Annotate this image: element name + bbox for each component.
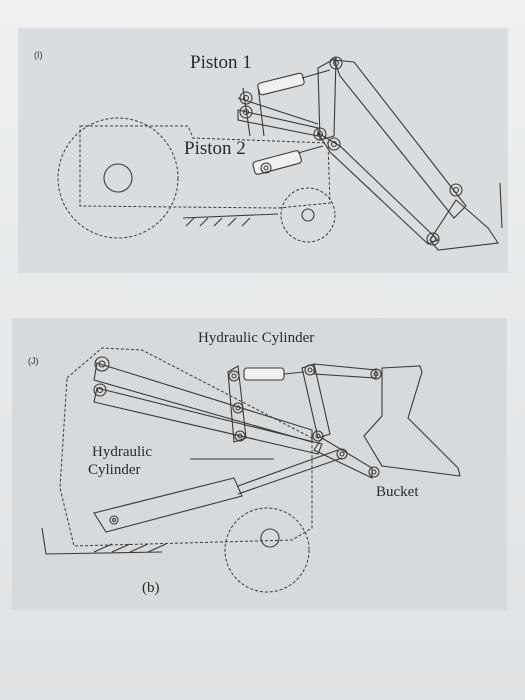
left-hydraulic-label-line2: Cylinder <box>88 462 141 478</box>
top-hydraulic-cylinder <box>243 367 285 381</box>
front-wheel <box>280 187 336 243</box>
figure-i-tag: (I) <box>34 50 43 60</box>
upper-boom-arm <box>333 59 467 219</box>
rear-hub <box>103 163 133 193</box>
piston-1-cylinder <box>257 72 305 96</box>
tractor-body <box>79 125 331 209</box>
left-hydraulic-label-line1: Hydraulic <box>92 444 152 460</box>
figure-j-tag: (J) <box>28 356 39 366</box>
piston-2-cylinder <box>252 150 302 175</box>
rear-wheel <box>57 117 179 239</box>
loader-diagram-i <box>57 56 503 251</box>
front-hub <box>301 208 315 222</box>
bucket-label: Bucket <box>376 484 419 500</box>
loader-body <box>59 347 313 547</box>
figure-i-panel: (I) Piston 1 Piston 2 <box>18 28 508 273</box>
wheel <box>224 507 310 593</box>
left-hydraulic-cylinder <box>93 477 243 533</box>
piston-2-label: Piston 2 <box>184 138 246 159</box>
bucket-link <box>313 363 377 379</box>
piston-1-rod <box>301 69 331 79</box>
wheel-hub <box>260 528 280 548</box>
pivot-pins <box>239 56 463 246</box>
left-cylinder-rod <box>237 449 339 487</box>
piston-1-label: Piston 1 <box>190 52 252 73</box>
vertical-link <box>227 365 247 443</box>
bucket <box>363 365 461 477</box>
lower-arm <box>237 109 319 137</box>
loader-diagram-j <box>41 347 461 593</box>
figure-j-panel: (J) Hydraulic Cylinder Hydraulic Cylinde… <box>12 318 507 610</box>
figure-caption: (b) <box>142 580 160 596</box>
pivot-pins <box>93 356 382 525</box>
piston-2-rod <box>297 145 324 154</box>
second-arm <box>93 387 323 455</box>
bucket <box>429 199 499 251</box>
top-hydraulic-cylinder-label: Hydraulic Cylinder <box>198 330 315 346</box>
